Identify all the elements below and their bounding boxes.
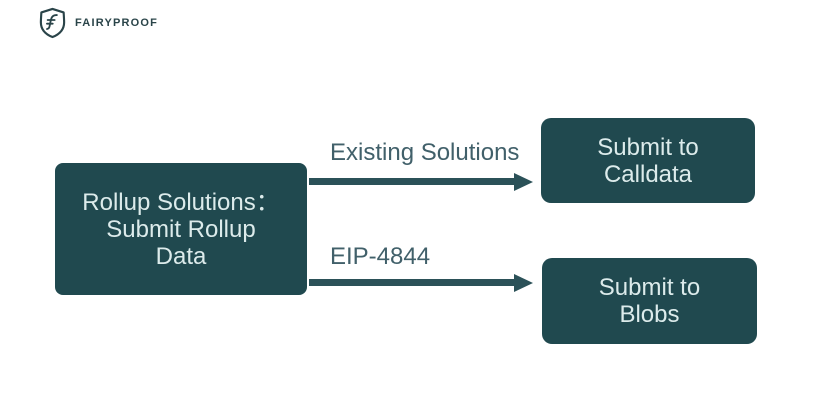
- brand-name: FAIRYPROOF: [75, 16, 159, 29]
- node-line: Rollup Solutions：: [82, 188, 280, 216]
- node-line: Submit to: [598, 274, 701, 301]
- arrow-existing-solutions: [309, 178, 515, 185]
- flow-label-eip-4844: EIP-4844: [330, 243, 431, 270]
- arrow-eip-4844: [309, 279, 515, 286]
- node-rollup-solutions: Rollup Solutions： Submit Rollup Data: [55, 163, 307, 295]
- node-submit-to-calldata: Submit to Calldata: [541, 118, 755, 203]
- node-line: Submit Rollup: [106, 215, 256, 243]
- arrowhead-eip-4844: [514, 273, 533, 292]
- node-line: Data: [155, 242, 207, 270]
- flow-label-existing-solutions: Existing Solutions: [330, 139, 520, 166]
- fairyproof-shield-icon: [37, 7, 68, 39]
- node-line: Calldata: [603, 160, 693, 188]
- arrowhead-existing-solutions: [514, 172, 533, 191]
- node-submit-to-blobs: Submit to Blobs: [542, 258, 757, 344]
- brand-logo: FAIRYPROOF: [37, 7, 158, 39]
- node-line: Blobs: [619, 301, 680, 328]
- node-line: Submit to: [597, 133, 699, 161]
